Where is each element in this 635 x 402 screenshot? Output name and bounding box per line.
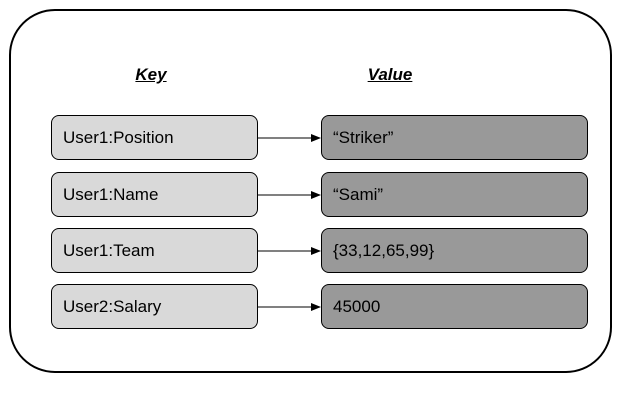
- value-box-name: “Sami”: [321, 172, 588, 217]
- value-box-team: {33,12,65,99}: [321, 228, 588, 273]
- key-box-name: User1:Name: [51, 172, 258, 217]
- value-header: Value: [367, 65, 413, 84]
- key-header: Key: [135, 65, 167, 84]
- key-box-salary: User2:Salary: [51, 284, 258, 329]
- value-box-position: “Striker”: [321, 115, 588, 160]
- key-box-position: User1:Position: [51, 115, 258, 160]
- value-box-salary: 45000: [321, 284, 588, 329]
- key-box-team: User1:Team: [51, 228, 258, 273]
- diagram-frame: [9, 9, 612, 373]
